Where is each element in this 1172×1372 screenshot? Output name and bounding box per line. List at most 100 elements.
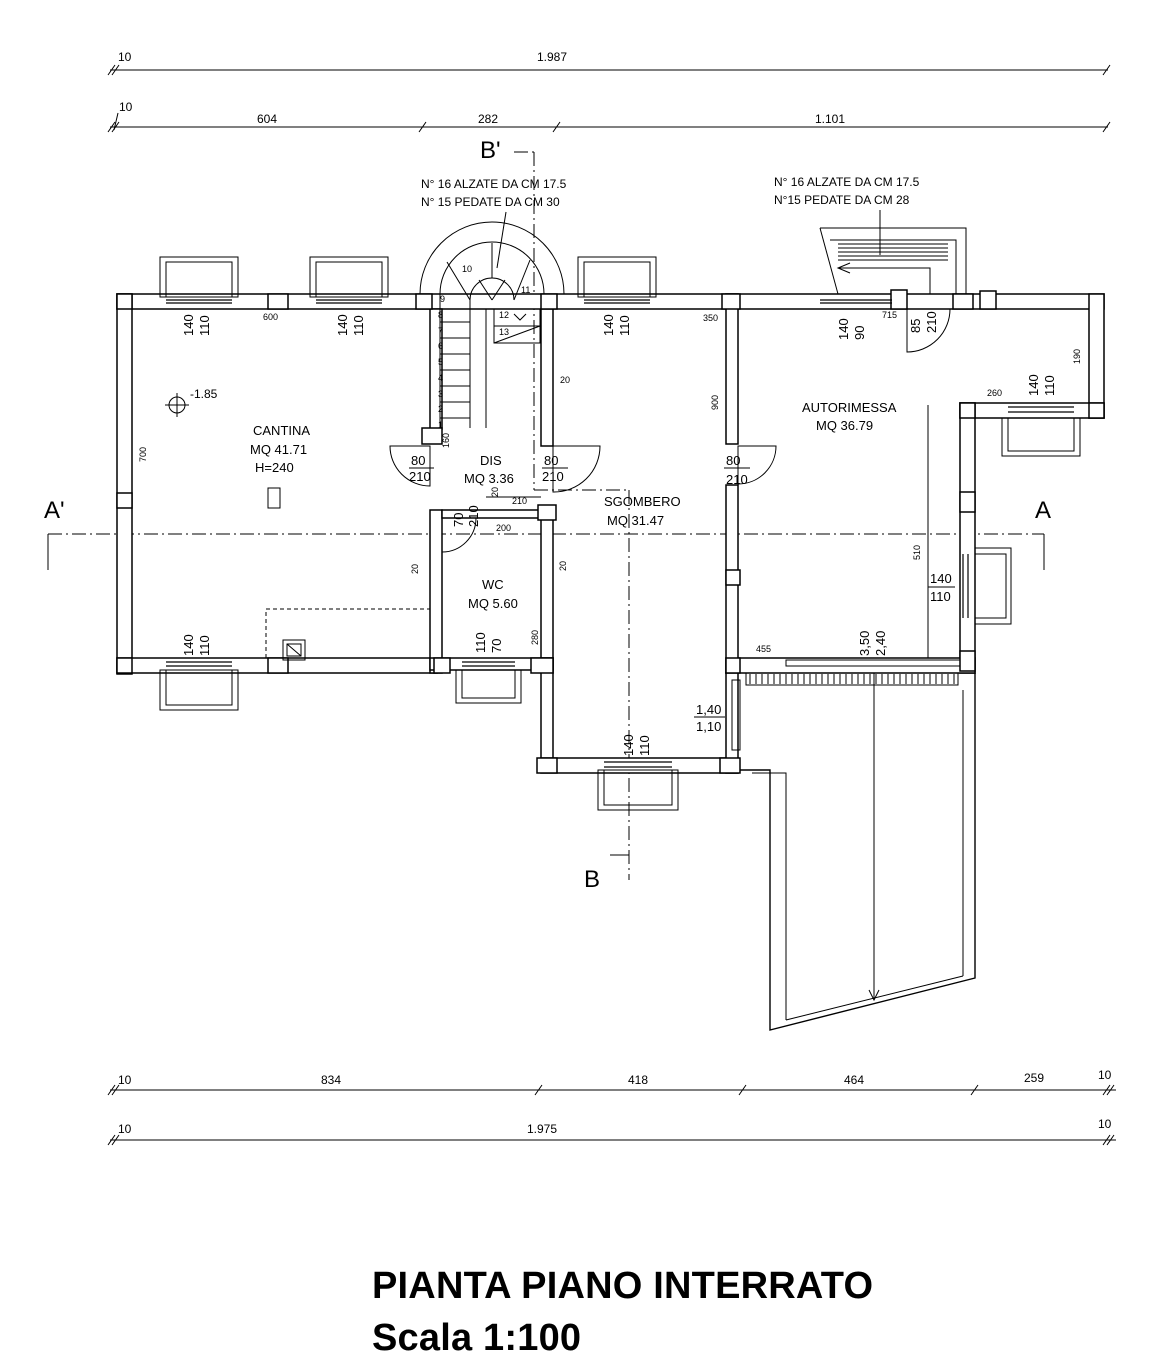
note-20c: 20 xyxy=(558,561,568,571)
vent-w: 1,40 xyxy=(696,702,721,717)
cantina-level: -1.85 xyxy=(190,387,218,401)
dim-1101: 1.101 xyxy=(815,112,845,126)
door-cantina-w: 80 xyxy=(411,453,425,468)
door-wc-w: 70 xyxy=(451,513,466,527)
win-bottom-h: 110 xyxy=(637,735,652,756)
win-right-side-w: 140 xyxy=(930,571,952,586)
note-280: 280 xyxy=(530,630,540,645)
door-top-right-h: 90 xyxy=(852,326,867,340)
win-top-3-w: 140 xyxy=(601,314,616,336)
win-wc-w: 110 xyxy=(473,632,488,653)
dim-bottom-right: 10 xyxy=(1098,1068,1112,1082)
stair-step-11: 11 xyxy=(521,285,530,295)
spiral-stairs: 1 2 3 4 5 6 7 8 9 10 11 12 13 xyxy=(419,221,565,430)
door-sgombero-w: 80 xyxy=(544,453,558,468)
dim-top-total-left: 10 xyxy=(118,50,132,64)
plan-scale: Scala 1:100 xyxy=(372,1317,582,1359)
dim-bottom-left: 10 xyxy=(118,1073,132,1087)
stair-step-9: 9 xyxy=(440,294,445,304)
stair-step-12: 12 xyxy=(499,310,509,320)
stair-step-8: 8 xyxy=(438,310,443,320)
stair-step-3: 3 xyxy=(438,389,443,399)
doors xyxy=(389,308,951,553)
dim-834: 834 xyxy=(321,1073,341,1087)
stairs-right-line1: N° 16 ALZATE DA CM 17.5 xyxy=(774,175,920,189)
section-a-right: A xyxy=(1035,497,1051,524)
door-85-h: 210 xyxy=(924,311,939,333)
walls xyxy=(116,289,1105,1031)
stair-step-2: 2 xyxy=(438,404,443,414)
cantina-area: MQ 41.71 xyxy=(250,442,307,457)
stairs-left-line2: N° 15 PEDATE DA CM 30 xyxy=(421,195,560,209)
stair-step-1: 1 xyxy=(438,420,443,430)
dim-464: 464 xyxy=(844,1073,864,1087)
note-715: 715 xyxy=(882,310,897,320)
sgombero-name: SGOMBERO xyxy=(604,494,681,509)
win-top-1-h: 110 xyxy=(197,315,212,336)
autorimessa-area: MQ 36.79 xyxy=(816,418,873,433)
note-900: 900 xyxy=(710,395,720,410)
win-top-2-w: 140 xyxy=(335,314,350,336)
win-right-h: 110 xyxy=(1042,375,1057,396)
vent-h: 1,10 xyxy=(696,719,721,734)
gate-w: 3,50 xyxy=(857,631,872,656)
stair-step-4: 4 xyxy=(438,373,443,383)
door-garage-h: 210 xyxy=(726,472,748,487)
note-20b: 20 xyxy=(410,564,420,574)
win-top-2-h: 110 xyxy=(351,315,366,336)
cantina-name: CANTINA xyxy=(253,423,310,438)
section-b-bottom: B xyxy=(584,866,600,893)
section-b-top: B' xyxy=(480,137,501,164)
note-190: 190 xyxy=(1072,349,1082,364)
wc-area: MQ 5.60 xyxy=(468,596,518,611)
win-top-3-h: 110 xyxy=(617,315,632,336)
dis-area: MQ 3.36 xyxy=(464,471,514,486)
autorimessa-name: AUTORIMESSA xyxy=(802,400,897,415)
note-350: 350 xyxy=(703,313,718,323)
bottom-dimension-lines: 10 834 418 464 259 10 10 1.975 10 xyxy=(107,1068,1116,1146)
dim-259: 259 xyxy=(1024,1071,1044,1085)
win-right-w: 140 xyxy=(1026,374,1041,396)
light-wells xyxy=(159,256,1081,811)
win-bottom-w: 140 xyxy=(621,734,636,756)
wc-name: WC xyxy=(482,577,504,592)
opening-labels: 140 110 140 110 140 110 140 90 85 210 14… xyxy=(181,311,1057,756)
room-labels: -1.85 CANTINA MQ 41.71 H=240 DIS MQ 3.36… xyxy=(190,387,897,611)
note-20d: 20 xyxy=(490,487,500,497)
dim-top-row-left: 10 xyxy=(119,100,133,114)
win-wc-h: 70 xyxy=(489,639,504,653)
dim-bottom-total-left: 10 xyxy=(118,1122,132,1136)
cantina-height: H=240 xyxy=(255,460,294,475)
win-bottom-left-w: 140 xyxy=(181,634,196,656)
door-sgombero-h: 210 xyxy=(542,469,564,484)
note-200: 200 xyxy=(496,523,511,533)
door-garage-w: 80 xyxy=(726,453,740,468)
note-700: 700 xyxy=(138,447,148,462)
dim-604: 604 xyxy=(257,112,277,126)
dim-bottom-total: 1.975 xyxy=(527,1122,557,1136)
dim-282: 282 xyxy=(478,112,498,126)
dim-bottom-total-right: 10 xyxy=(1098,1117,1112,1131)
details xyxy=(165,393,929,661)
note-600: 600 xyxy=(263,312,278,322)
door-top-right-w: 140 xyxy=(836,318,851,340)
win-right-side-h: 110 xyxy=(930,589,951,604)
plan-title: PIANTA PIANO INTERRATO xyxy=(372,1265,874,1307)
win-bottom-left-h: 110 xyxy=(197,635,212,656)
external-stair xyxy=(819,227,967,295)
stair-step-10: 10 xyxy=(462,264,472,274)
note-455: 455 xyxy=(756,644,771,654)
stair-notes: N° 16 ALZATE DA CM 17.5 N° 15 PEDATE DA … xyxy=(421,175,920,269)
dim-top-total: 1.987 xyxy=(537,50,567,64)
small-notes: 600 350 715 190 260 700 900 510 455 280 … xyxy=(138,310,1082,654)
stairs-right-line2: N°15 PEDATE DA CM 28 xyxy=(774,193,910,207)
stair-step-7: 7 xyxy=(438,326,443,336)
dim-418: 418 xyxy=(628,1073,648,1087)
stair-step-13: 13 xyxy=(499,327,509,337)
stair-step-6: 6 xyxy=(438,341,443,351)
note-20a: 20 xyxy=(560,375,570,385)
door-cantina-h: 210 xyxy=(409,469,431,484)
door-85-w: 85 xyxy=(908,319,923,333)
gate-h: 2,40 xyxy=(873,631,888,656)
